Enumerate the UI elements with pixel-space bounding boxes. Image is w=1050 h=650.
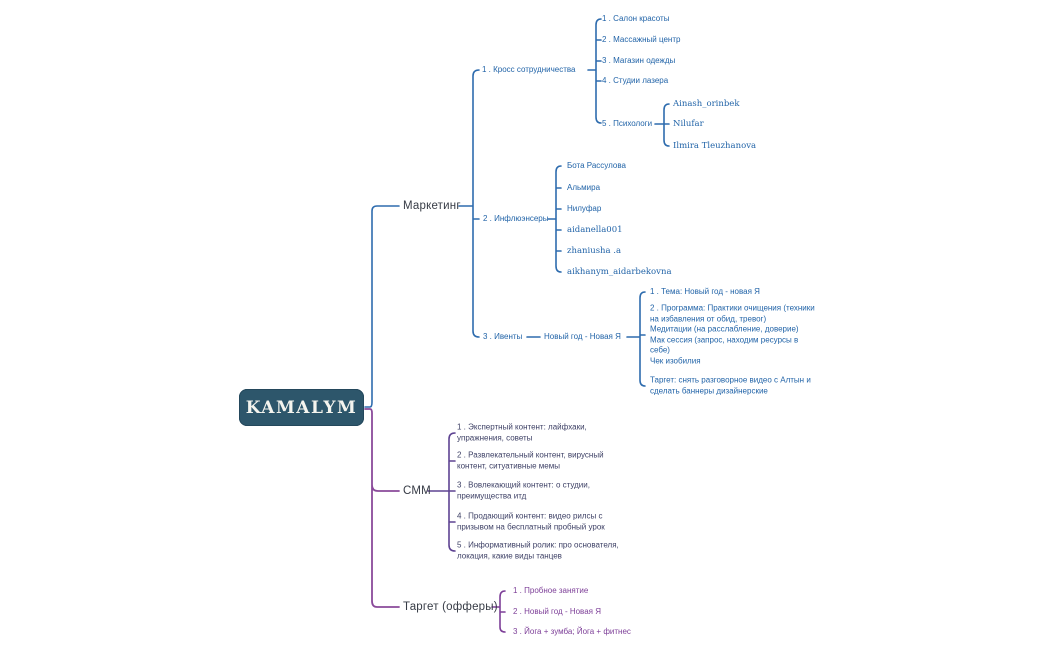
leaf-psych-nilufar[interactable]: Nilufar (673, 118, 704, 129)
leaf-offer-yoga-zumba[interactable]: 3 . Йога + зумба; Йога + фитнес (513, 626, 631, 636)
leaf-smm-entertainment-content[interactable]: 2 . Развлекательный контент, вирусный ко… (457, 450, 604, 471)
marketing-connectors (364, 18, 670, 408)
leaf-smm-expert-content[interactable]: 1 . Экспертный контент: лайфхаки, упражн… (457, 422, 587, 443)
leaf-infl-nilufar[interactable]: Нилуфар (567, 203, 602, 213)
leaf-event-program[interactable]: 2 . Программа: Практики очищения (техник… (650, 303, 815, 366)
leaf-event-theme[interactable]: 1 . Тема: Новый год - новая Я (650, 286, 760, 296)
leaf-psych-ainash[interactable]: Ainash_orinbek (673, 98, 740, 109)
trunk-connector (364, 408, 400, 608)
subtopic-psychologists[interactable]: 5 . Психологи (602, 118, 653, 128)
leaf-infl-aidanella[interactable]: aidanella001 (567, 224, 623, 235)
subtopic-new-year-event[interactable]: Новый год - Новая Я (544, 331, 621, 341)
leaf-massage-center[interactable]: 2 . Массажный центр (602, 34, 681, 44)
leaf-infl-zhaniusha[interactable]: zhaniusha .a (567, 245, 622, 256)
leaf-offer-trial-lesson[interactable]: 1 . Пробное занятие (513, 585, 589, 595)
target-connectors (491, 590, 506, 633)
leaf-smm-selling-content[interactable]: 4 . Продающий контент: видео рилсы с при… (457, 511, 605, 532)
topic-smm[interactable]: СММ (403, 485, 431, 497)
subtopic-cross-collab[interactable]: 1 . Кросс сотрудничества (482, 64, 576, 74)
subtopic-events[interactable]: 3 . Ивенты (483, 331, 523, 341)
leaf-laser-studio[interactable]: 4 . Студии лазера (602, 75, 669, 85)
root-topic[interactable]: KAMALYM (239, 389, 364, 426)
leaf-smm-informative-video[interactable]: 5 . Информативный ролик: про основателя,… (457, 540, 619, 561)
topic-target-offers[interactable]: Таргет (офферы) (403, 601, 498, 613)
topic-marketing[interactable]: Маркетинг (403, 200, 461, 212)
leaf-psych-ilmira[interactable]: Ilmira Tleuzhanova (673, 140, 757, 151)
root-topic-label: KAMALYM (245, 397, 358, 418)
leaf-smm-engaging-content[interactable]: 3 . Вовлекающий контент: о студии, преим… (457, 480, 590, 501)
leaf-clothing-store[interactable]: 3 . Магазин одежды (602, 55, 676, 65)
leaf-infl-almira[interactable]: Альмира (567, 182, 601, 192)
leaf-infl-aikhanym[interactable]: aikhanym_aidarbekovna (567, 266, 672, 277)
subtopic-influencers[interactable]: 2 . Инфлюэнсеры (483, 213, 549, 223)
leaf-event-target-task[interactable]: Таргет: снять разговорное видео с Алтын … (650, 375, 811, 396)
leaf-beauty-salon[interactable]: 1 . Салон красоты (602, 13, 670, 23)
leaf-infl-bota[interactable]: Бота Рассулова (567, 160, 626, 170)
smm-connectors (427, 432, 456, 552)
leaf-offer-new-year[interactable]: 2 . Новый год - Новая Я (513, 606, 601, 616)
